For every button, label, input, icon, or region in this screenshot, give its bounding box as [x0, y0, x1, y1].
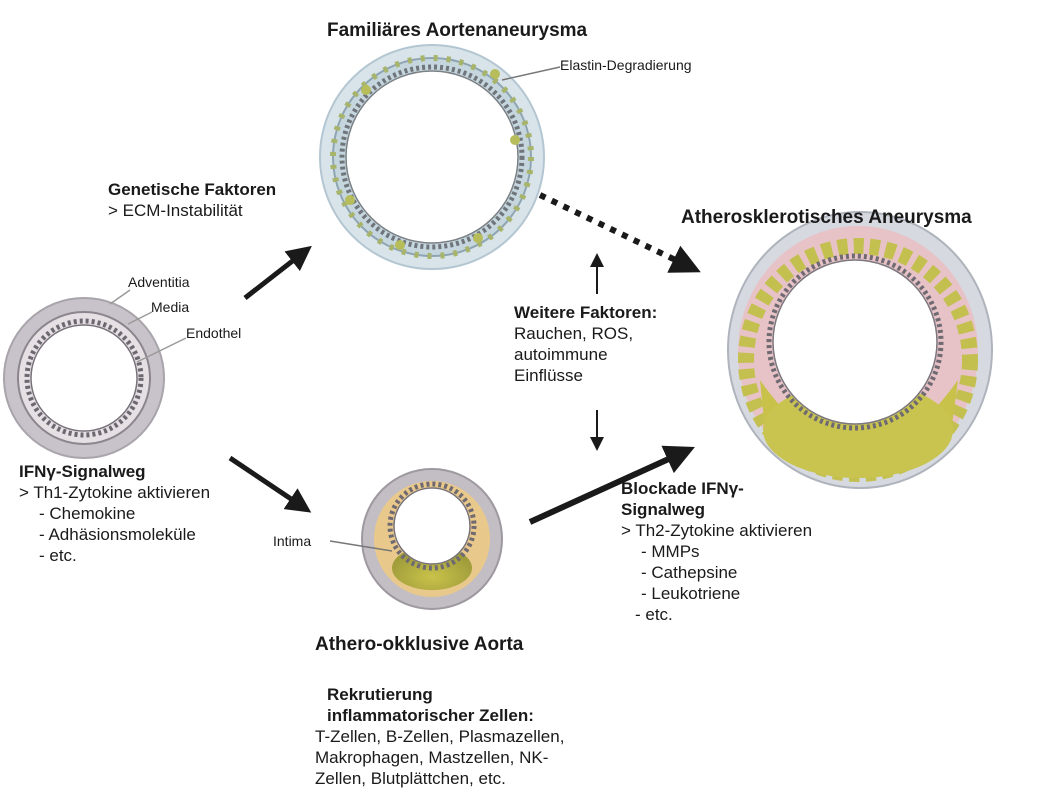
- blockade-block: Blockade IFNγ- Signalweg > Th2-Zytokine …: [621, 478, 812, 625]
- atherosclerotic-aneurysm-vessel: [728, 212, 992, 488]
- label-adventitia: Adventitia: [128, 272, 189, 293]
- ifn-signaling-block: IFNγ-Signalweg > Th1-Zytokine aktivieren…: [19, 461, 210, 566]
- genetic-factors-item: > ECM-Instabilität: [108, 200, 276, 221]
- arrow-to-familial: [245, 252, 304, 298]
- other-factors-line: Rauchen, ROS,: [514, 323, 657, 344]
- other-factors-block: Weitere Faktoren: Rauchen, ROS, autoimmu…: [514, 302, 657, 386]
- recruitment-line: Zellen, Blutplättchen, etc.: [315, 768, 564, 789]
- blockade-subitem: - Cathepsine: [621, 562, 812, 583]
- label-media: Media: [151, 297, 189, 318]
- label-elastin-degradation: Elastin-Degradierung: [560, 55, 692, 76]
- blockade-heading-line1: Blockade IFNγ-: [621, 478, 812, 499]
- blockade-subitem: - etc.: [621, 604, 812, 625]
- label-intima: Intima: [273, 531, 311, 552]
- adventitia-leader: [110, 290, 130, 304]
- normal-aorta: [4, 298, 164, 458]
- athero-occlusive-aorta: [362, 469, 502, 609]
- other-factors-heading: Weitere Faktoren:: [514, 302, 657, 323]
- recruitment-line: Makrophagen, Mastzellen, NK-: [315, 747, 564, 768]
- blockade-subitem: - MMPs: [621, 541, 812, 562]
- title-familial-aneurysm: Familiäres Aortenaneurysma: [327, 20, 587, 41]
- blockade-subitem: - Leukotriene: [621, 583, 812, 604]
- title-atherosclerotic-aneurysm: Atherosklerotisches Aneurysma: [681, 207, 972, 228]
- recruitment-heading-line1: Rekrutierung: [327, 684, 564, 705]
- arrow-to-athero-occlusive: [230, 458, 303, 507]
- ifn-signaling-item: > Th1-Zytokine aktivieren: [19, 482, 210, 503]
- blockade-heading-line2: Signalweg: [621, 499, 812, 520]
- other-factors-line: Einflüsse: [514, 365, 657, 386]
- recruitment-line: T-Zellen, B-Zellen, Plasmazellen,: [315, 726, 564, 747]
- ifn-signaling-subitem: - Chemokine: [19, 503, 210, 524]
- label-endothel: Endothel: [186, 323, 241, 344]
- genetic-factors-heading: Genetische Faktoren: [108, 179, 276, 200]
- recruitment-block: Rekrutierung inflammatorischer Zellen: T…: [327, 684, 564, 789]
- blockade-item: > Th2-Zytokine aktivieren: [621, 520, 812, 541]
- other-factors-line: autoimmune: [514, 344, 657, 365]
- genetic-factors-block: Genetische Faktoren > ECM-Instabilität: [108, 179, 276, 221]
- ifn-signaling-heading: IFNγ-Signalweg: [19, 461, 210, 482]
- elastin-leader: [502, 67, 560, 80]
- ifn-signaling-subitem: - etc.: [19, 545, 210, 566]
- recruitment-heading-line2: inflammatorischer Zellen:: [327, 705, 564, 726]
- dotted-arrow-to-aneurysm: [540, 195, 690, 267]
- title-athero-occlusive: Athero-okklusive Aorta: [315, 634, 523, 655]
- ifn-signaling-subitem: - Adhäsionsmoleküle: [19, 524, 210, 545]
